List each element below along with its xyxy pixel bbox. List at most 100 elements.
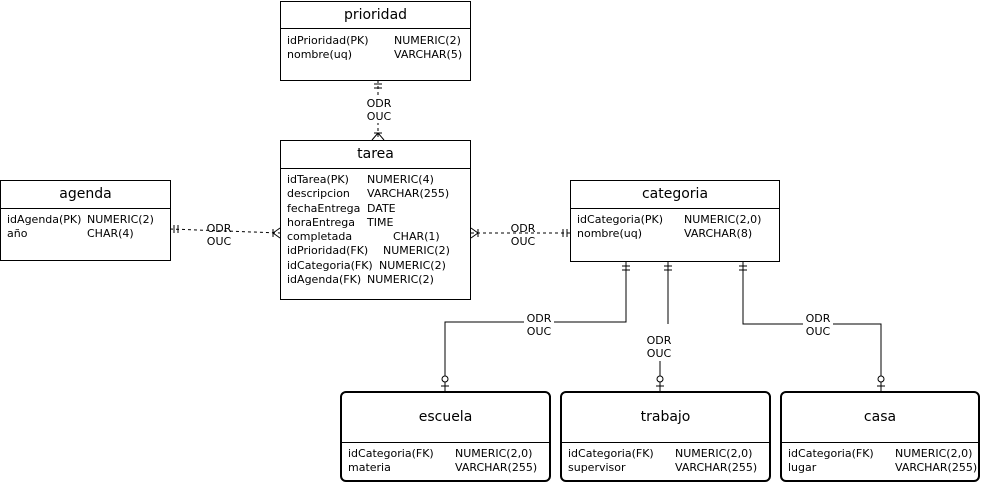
attribute-name: nombre(uq) [577,227,642,241]
attribute-row: idCategoria(PK) NUMERIC(2,0) [577,213,777,227]
attribute-type: VARCHAR(255) [895,461,978,475]
attribute-row: idPrioridad(FK) NUMERIC(2) [287,244,468,258]
attribute-type: VARCHAR(5) [394,48,463,62]
entity-agenda[interactable]: agenda idAgenda(PK) NUMERIC(2) año CHAR(… [0,180,171,261]
attribute-row: materia VARCHAR(255) [348,461,547,475]
attribute-list: idCategoria(PK) NUMERIC(2,0) nombre(uq) … [577,213,777,242]
attribute-type: NUMERIC(2,0) [684,213,762,226]
entity-tarea[interactable]: tarea idTarea(PK) NUMERIC(4) descripcion… [280,140,471,300]
attribute-row: lugar VARCHAR(255) [788,461,978,475]
attribute-name: fechaEntrega [287,201,361,215]
attribute-type: NUMERIC(2) [379,258,446,272]
relationship-label-prioridad-tarea: ODR OUC [364,97,394,123]
relationship-label-line1: ODR [366,97,392,110]
attribute-row: idCategoria(FK) NUMERIC(2,0) [568,447,767,461]
attribute-row: idCategoria(FK) NUMERIC(2,0) [788,447,976,461]
connector-categoria-trabajo [656,262,672,392]
relationship-label-line2: OUC [526,325,552,338]
attribute-name: supervisor [568,461,626,475]
attribute-name: idCategoria(FK) [788,447,874,460]
attribute-name: materia [348,461,391,475]
attribute-row: año CHAR(4) [7,227,168,241]
entity-title: casa [782,393,978,443]
relationship-label-line1: ODR [646,334,672,347]
attribute-row: idAgenda(PK) NUMERIC(2) [7,213,168,227]
attribute-type: TIME [367,215,394,229]
attribute-name: descripcion [287,187,350,201]
attribute-type: DATE [367,201,396,215]
attribute-type: NUMERIC(4) [367,173,434,186]
relationship-label-line2: OUC [805,325,831,338]
attribute-list: idCategoria(FK) NUMERIC(2,0) lugar VARCH… [788,447,978,476]
attribute-name: idCategoria(FK) [287,258,373,272]
attribute-list: idPrioridad(PK) NUMERIC(2) nombre(uq) VA… [287,34,468,63]
entity-escuela[interactable]: escuela idCategoria(FK) NUMERIC(2,0) mat… [340,391,551,482]
attribute-row: idAgenda(FK) NUMERIC(2) [287,273,468,287]
attribute-type: NUMERIC(2) [367,273,434,287]
attribute-name: idAgenda(FK) [287,273,362,287]
relationship-label-line1: ODR [206,222,232,235]
attribute-row: nombre(uq) VARCHAR(5) [287,48,468,62]
attribute-type: NUMERIC(2,0) [675,447,753,460]
relationship-label-line1: ODR [526,312,552,325]
relationship-label-line1: ODR [510,222,536,235]
attribute-list: idTarea(PK) NUMERIC(4) descripcion VARCH… [287,173,468,287]
relationship-label-categoria-escuela: ODR OUC [524,312,554,338]
entity-title: tarea [281,141,470,169]
attribute-row: fechaEntrega DATE [287,202,468,216]
attribute-name: idTarea(PK) [287,173,349,186]
attribute-list: idCategoria(FK) NUMERIC(2,0) materia VAR… [348,447,547,476]
entity-title: trabajo [562,393,769,443]
attribute-row: supervisor VARCHAR(255) [568,461,767,475]
attribute-row: idCategoria(FK) NUMERIC(2) [287,259,468,273]
attribute-name: completada [287,230,353,244]
attribute-type: VARCHAR(255) [367,187,450,201]
attribute-row: idTarea(PK) NUMERIC(4) [287,173,468,187]
relationship-label-line1: ODR [805,312,831,325]
relationship-label-line2: OUC [646,347,672,360]
attribute-row: horaEntrega TIME [287,216,468,230]
relationship-label-line2: OUC [206,235,232,248]
attribute-type: VARCHAR(255) [675,461,758,475]
attribute-row: nombre(uq) VARCHAR(8) [577,227,777,241]
attribute-type: VARCHAR(255) [455,461,538,475]
attribute-type: NUMERIC(2) [87,213,154,226]
attribute-type: VARCHAR(8) [684,227,753,241]
relationship-label-line2: OUC [510,235,536,248]
attribute-name: idCategoria(FK) [348,447,434,460]
relationship-label-categoria-casa: ODR OUC [803,312,833,338]
attribute-type: CHAR(4) [87,227,134,241]
entity-title: prioridad [281,2,470,29]
relationship-label-categoria-trabajo: ODR OUC [644,334,674,360]
attribute-row: idPrioridad(PK) NUMERIC(2) [287,34,468,48]
entity-casa[interactable]: casa idCategoria(FK) NUMERIC(2,0) lugar … [780,391,980,482]
attribute-type: NUMERIC(2) [394,34,461,47]
attribute-row: idCategoria(FK) NUMERIC(2,0) [348,447,547,461]
relationship-label-agenda-tarea: ODR OUC [204,222,234,248]
attribute-name: año [7,227,28,241]
entity-title: agenda [1,181,170,209]
attribute-name: nombre(uq) [287,48,352,62]
entity-categoria[interactable]: categoria idCategoria(PK) NUMERIC(2,0) n… [570,180,780,262]
attribute-name: lugar [788,461,817,475]
attribute-name: idPrioridad(PK) [287,34,369,47]
entity-title: escuela [342,393,549,443]
relationship-label-line2: OUC [366,110,392,123]
attribute-list: idAgenda(PK) NUMERIC(2) año CHAR(4) [7,213,168,242]
attribute-name: horaEntrega [287,215,355,229]
attribute-type: NUMERIC(2,0) [895,447,973,460]
attribute-row: descripcion VARCHAR(255) [287,187,468,201]
attribute-name: idCategoria(FK) [568,447,654,460]
attribute-type: NUMERIC(2) [383,244,450,258]
entity-prioridad[interactable]: prioridad idPrioridad(PK) NUMERIC(2) nom… [280,1,471,81]
attribute-name: idPrioridad(FK) [287,244,369,258]
attribute-row: completada CHAR(1) [287,230,468,244]
attribute-name: idAgenda(PK) [7,213,82,226]
attribute-list: idCategoria(FK) NUMERIC(2,0) supervisor … [568,447,767,476]
attribute-type: NUMERIC(2,0) [455,447,533,460]
attribute-name: idCategoria(PK) [577,213,664,226]
attribute-type: CHAR(1) [393,230,440,244]
relationship-label-tarea-categoria: ODR OUC [508,222,538,248]
entity-title: categoria [571,181,779,209]
entity-trabajo[interactable]: trabajo idCategoria(FK) NUMERIC(2,0) sup… [560,391,771,482]
